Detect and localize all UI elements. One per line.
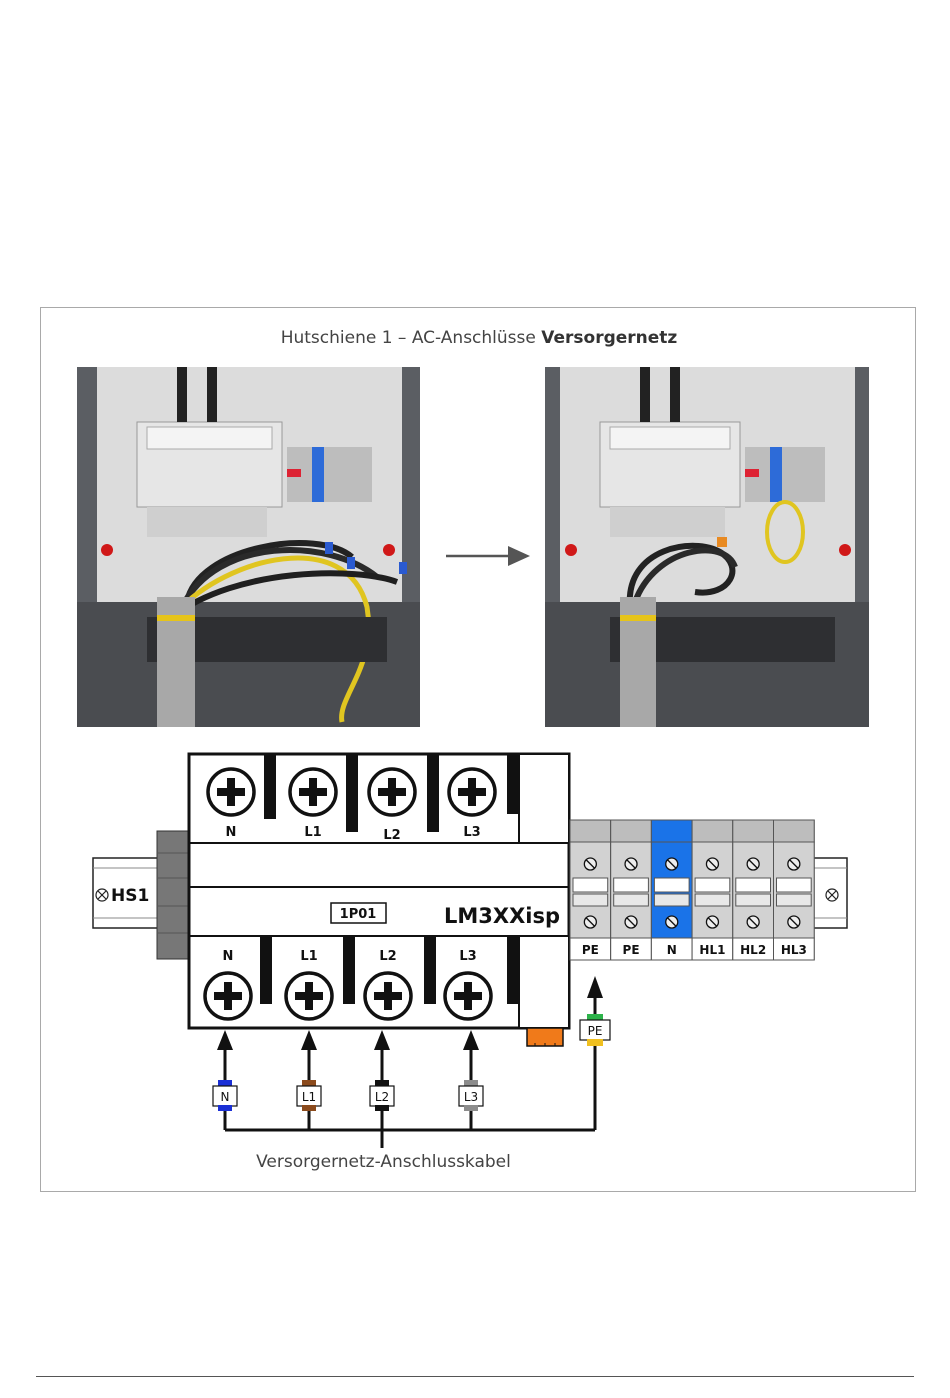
terminal-screw-top-l1-icon	[290, 769, 336, 815]
wire-pe: PE	[580, 976, 610, 1130]
top-terminal-label: L3	[463, 825, 480, 840]
device-name: LM3XXisp	[444, 904, 560, 928]
top-terminal-label: N	[226, 825, 237, 840]
terminal-block-4: HL1	[692, 820, 733, 960]
pe-label: PE	[588, 1024, 603, 1038]
clamp-screw-icon	[788, 916, 800, 928]
wire-l3: L3	[459, 1030, 483, 1130]
wire-label: L3	[464, 1090, 478, 1104]
terminal-block-5: HL2	[733, 820, 774, 960]
terminal-block-label: HL2	[740, 943, 766, 957]
end-stop	[157, 831, 189, 959]
bottom-terminal-label: L1	[300, 949, 317, 964]
terminal-block-1: PE	[570, 820, 611, 960]
clamp-screw-icon	[706, 858, 718, 870]
terminal-screw-bottom-l2-icon	[365, 973, 411, 1019]
clamp-screw-icon	[747, 916, 759, 928]
cable-caption: Versorgernetz-Anschlusskabel	[41, 1152, 726, 1172]
wire-l1: L1	[297, 1030, 321, 1130]
clamp-screw-icon	[666, 916, 678, 928]
top-terminal-label: L1	[304, 825, 321, 840]
clamp-screw-icon	[584, 858, 596, 870]
clamp-screw-icon	[625, 916, 637, 928]
wire-n: N	[213, 1030, 237, 1130]
terminal-block-6: HL3	[774, 820, 815, 960]
bottom-terminal-label: L2	[379, 949, 396, 964]
terminal-block-label: HL3	[781, 943, 807, 957]
top-terminal-label: L2	[383, 828, 400, 843]
terminal-block-label: HL1	[699, 943, 725, 957]
wire-l2: L2	[370, 1030, 394, 1130]
wire-label: L1	[302, 1090, 316, 1104]
wiring-diagram: HS1	[41, 308, 917, 1193]
terminal-screw-top-n-icon	[208, 769, 254, 815]
wire-label: N	[221, 1090, 230, 1104]
terminal-screw-bottom-l3-icon	[445, 973, 491, 1019]
wire-label: L2	[375, 1090, 389, 1104]
clamp-screw-icon	[584, 916, 596, 928]
terminal-block-strip: PE PE N HL1 HL2 HL3	[570, 820, 814, 960]
clamp-screw-icon	[788, 858, 800, 870]
terminal-block-label: N	[667, 943, 677, 957]
clamp-screw-icon	[666, 858, 678, 870]
figure-frame: Hutschiene 1 – AC-Anschlüsse Versorgerne…	[40, 307, 916, 1192]
terminal-block-2: PE	[611, 820, 652, 960]
terminal-screw-top-l3-icon	[449, 769, 495, 815]
rail-end-screw-icon	[826, 889, 838, 901]
clamp-screw-icon	[625, 858, 637, 870]
terminal-block-label: PE	[623, 943, 640, 957]
terminal-screw-bottom-n-icon	[205, 973, 251, 1019]
footer-rule	[36, 1376, 914, 1377]
terminal-block-label: PE	[582, 943, 599, 957]
terminal-screw-bottom-l1-icon	[286, 973, 332, 1019]
terminal-screw-top-l2-icon	[369, 769, 415, 815]
terminal-block-3: N	[651, 820, 692, 960]
bottom-terminal-label: N	[223, 949, 234, 964]
clamp-screw-icon	[706, 916, 718, 928]
clamp-screw-icon	[747, 858, 759, 870]
rail-label: HS1	[111, 886, 149, 906]
bottom-terminal-label: L3	[459, 949, 476, 964]
device-code: 1P01	[340, 907, 377, 922]
